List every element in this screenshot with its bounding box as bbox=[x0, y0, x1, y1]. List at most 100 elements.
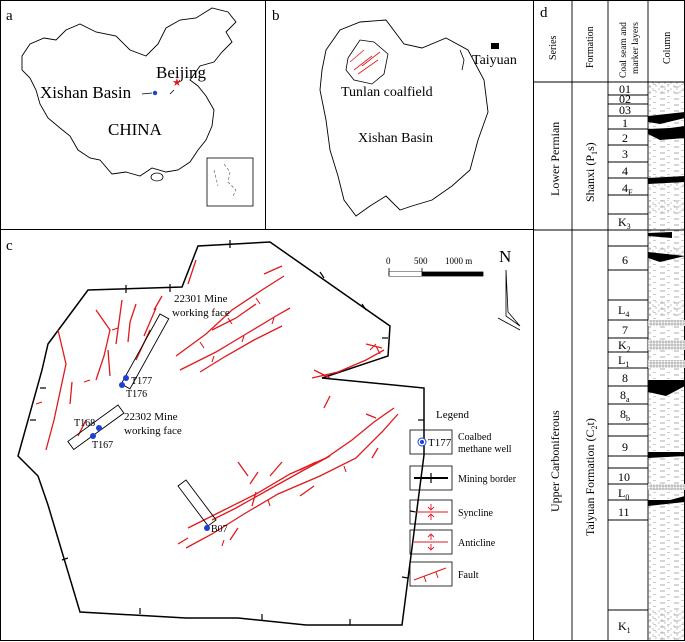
legend-anticline-label: Anticline bbox=[458, 538, 496, 549]
well-t176-label: T176 bbox=[126, 389, 147, 400]
border-ticks bbox=[30, 240, 424, 625]
taiyuan-marker bbox=[491, 43, 499, 49]
svg-text:L1: L1 bbox=[618, 353, 629, 369]
well-t177-icon bbox=[123, 375, 129, 381]
taiyuan-sub: 2 bbox=[590, 426, 599, 430]
legend-title: Legend bbox=[436, 409, 469, 421]
well-markers bbox=[90, 375, 210, 531]
lithology-column bbox=[648, 82, 685, 640]
face-22301-line2: working face bbox=[172, 307, 230, 319]
well-t168-icon bbox=[96, 425, 102, 431]
face-22301-line1: 22301 Mine bbox=[174, 293, 228, 305]
layer-8b: 8 bbox=[620, 407, 626, 421]
layer-4: 4 bbox=[622, 164, 628, 178]
scale-500: 500 bbox=[414, 256, 428, 266]
beijing-pointer bbox=[169, 89, 175, 95]
legend-syncline-label: Syncline bbox=[458, 508, 494, 519]
series-lower-permian: Lower Permian bbox=[548, 122, 562, 196]
header-coal-line2: marker layers bbox=[631, 22, 641, 74]
xishan-location-dot bbox=[152, 90, 158, 96]
scale-1000: 1000 m bbox=[445, 256, 472, 266]
svg-text:Taiyuan Formation (C2t): Taiyuan Formation (C2t) bbox=[583, 418, 599, 536]
panel-b-letter: b bbox=[272, 8, 280, 24]
well-t168-label: T168 bbox=[74, 418, 95, 429]
svg-text:K1: K1 bbox=[618, 619, 631, 635]
legend-border-box bbox=[409, 465, 453, 491]
legend-fault-icon bbox=[413, 567, 447, 581]
legend-fault-box bbox=[409, 561, 453, 587]
layer-10: 10 bbox=[618, 470, 630, 484]
layer-8: 8 bbox=[622, 371, 628, 385]
xishan-pointer bbox=[141, 92, 153, 95]
xishan-basin-label-b: Xishan Basin bbox=[358, 131, 433, 146]
layer-11: 11 bbox=[618, 505, 630, 519]
svg-text:8a: 8a bbox=[620, 388, 630, 404]
fault-lines bbox=[45, 259, 399, 549]
header-coal-line1: Coal seam and bbox=[619, 22, 629, 78]
layer-k1: K bbox=[618, 619, 627, 633]
layer-2: 2 bbox=[622, 131, 628, 145]
layer-02: 02 bbox=[619, 92, 631, 106]
legend-well-box bbox=[409, 429, 453, 455]
svg-text:Shanxi (P1s): Shanxi (P1s) bbox=[583, 142, 599, 202]
panel-c-frame bbox=[0, 229, 534, 641]
panel-a-frame bbox=[0, 0, 266, 230]
tunlan-faults bbox=[349, 49, 381, 75]
layer-L0-sub: 0 bbox=[625, 493, 629, 502]
panel-c: c 0 500 1000 m N bbox=[6, 238, 521, 626]
china-outline bbox=[21, 7, 237, 177]
working-face-b07 bbox=[177, 479, 217, 527]
svg-text:L4: L4 bbox=[618, 303, 629, 319]
legend-well-icon-core bbox=[420, 440, 424, 444]
layer-01: 01 bbox=[619, 82, 631, 96]
scale-bar: 0 500 1000 m bbox=[386, 256, 484, 277]
china-label: CHINA bbox=[108, 120, 163, 139]
taiyuan-code: t) bbox=[583, 418, 597, 425]
working-face-22301 bbox=[120, 313, 170, 390]
coal-seams bbox=[648, 112, 685, 506]
svg-text:8b: 8b bbox=[620, 407, 630, 423]
face-22302-line2: working face bbox=[124, 425, 182, 437]
layer-03: 03 bbox=[619, 103, 631, 117]
hainan-island bbox=[150, 172, 164, 182]
layer-k1-sub: 1 bbox=[627, 626, 631, 635]
well-t177-label: T177 bbox=[131, 376, 152, 387]
well-t176-icon bbox=[119, 382, 125, 388]
layer-1: 1 bbox=[622, 116, 628, 130]
south-sea-inset bbox=[206, 157, 254, 207]
formation-taiyuan: Taiyuan Formation (C2t) bbox=[583, 418, 599, 536]
header-formation: Formation bbox=[585, 26, 596, 68]
panel-b: b Taiyuan Tunlan coalfield Xishan Basin bbox=[272, 8, 517, 217]
layer-k3: K bbox=[618, 215, 627, 229]
beijing-star-icon: ★ bbox=[172, 77, 182, 89]
shanxi-sub: 1 bbox=[590, 151, 599, 155]
legend-well-code: T177 bbox=[428, 437, 452, 449]
south-sea-dashes-2 bbox=[213, 169, 219, 187]
north-arrow: N bbox=[497, 247, 521, 331]
tunlan-coalfield-outline bbox=[345, 39, 389, 85]
panel-d-letter: d bbox=[540, 5, 548, 21]
north-label: N bbox=[499, 247, 511, 266]
layer-L4: L bbox=[618, 303, 625, 317]
layer-k2: K bbox=[618, 338, 627, 352]
fault-ticks bbox=[35, 297, 381, 547]
header-column: Column bbox=[662, 32, 673, 64]
taiyuan-name: Taiyuan Formation (C bbox=[583, 430, 597, 536]
shanxi-code: s) bbox=[583, 142, 597, 151]
tunlan-label: Tunlan coalfield bbox=[341, 85, 433, 100]
layer-4f-sub: F bbox=[628, 188, 633, 197]
working-face-22302 bbox=[67, 404, 125, 451]
layer-labels: 01 02 03 1 2 3 4 4F K3 6 L4 7 K2 L1 8 8a… bbox=[618, 82, 633, 635]
layer-3: 3 bbox=[622, 147, 628, 161]
layer-k2-sub: 2 bbox=[627, 345, 631, 354]
layer-7: 7 bbox=[622, 323, 628, 337]
svg-text:L0: L0 bbox=[618, 486, 629, 502]
panel-a: a ★ Beijing Xishan Basin CHINA bbox=[6, 7, 254, 207]
legend-well-line1: Coalbed bbox=[458, 432, 491, 443]
layer-4f: 4 bbox=[622, 181, 628, 195]
layer-6: 6 bbox=[622, 253, 628, 267]
well-b07-label: B07 bbox=[211, 524, 228, 535]
face-22302-line1: 22302 Mine bbox=[124, 411, 178, 423]
legend-well-line2: methane well bbox=[458, 444, 512, 455]
